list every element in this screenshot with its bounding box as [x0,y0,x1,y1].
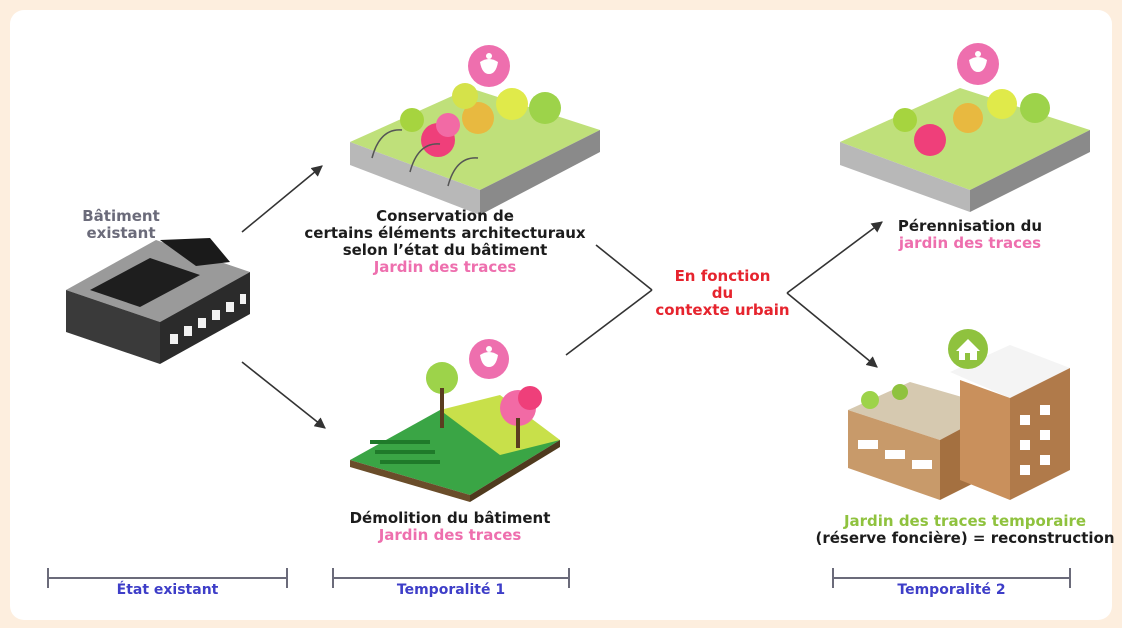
flower-badge-icon [468,45,510,87]
flower-badge-icon [469,339,509,379]
temporary-line2: (réserve foncière) = reconstruction [815,529,1115,547]
demolition-garden-illustration [350,362,560,502]
timeline-bars [47,568,1071,588]
existing-line2: existant [86,224,156,242]
timeline-t1-label: Temporalité 1 [396,582,506,598]
conservation-line2: certains éléments architecturaux [304,224,586,242]
conservation-label: Conservation de certains éléments archit… [290,208,600,276]
reconstruction-building-illustration [848,345,1070,500]
demolition-line1: Démolition du bâtiment [349,509,551,527]
timeline-t2-label: Temporalité 2 [897,582,1006,598]
existing-line1: Bâtiment [82,207,160,225]
conservation-sub: Jardin des traces [373,258,517,276]
arrow-to-perennisation [786,221,883,294]
temporary-line1: Jardin des traces temporaire [843,512,1087,530]
flower-badge-icon [957,43,999,85]
demolition-sub: Jardin des traces [378,526,522,544]
conservation-garden-illustration [350,83,600,215]
perennisation-label: Pérennisation du jardin des traces [880,218,1060,252]
perennisation-sub: jardin des traces [898,234,1042,252]
house-badge-icon [948,329,988,369]
arrow-to-temporary [786,292,878,368]
context-line3: contexte urbain [655,301,790,319]
demolition-label: Démolition du bâtiment Jardin des traces [320,510,580,544]
context-label: En fonction du contexte urbain [650,268,795,319]
context-line2: du [711,284,734,302]
conservation-line3: selon l’état du bâtiment [342,241,548,259]
context-line1: En fonction [674,267,771,285]
perennisation-garden-illustration [840,88,1090,212]
conservation-line1: Conservation de [376,207,514,225]
arrow-to-conservation [241,165,323,233]
existing-building-illustration [66,238,250,364]
arrow-to-demolition [241,361,326,429]
perennisation-line1: Pérennisation du [897,217,1043,235]
line-demolition-to-context [565,289,653,356]
line-conservation-to-context [595,244,653,291]
timeline-existing-label: État existant [116,582,219,598]
temporary-label: Jardin des traces temporaire (réserve fo… [815,513,1115,547]
existing-building-label: Bâtiment existant [66,208,176,242]
